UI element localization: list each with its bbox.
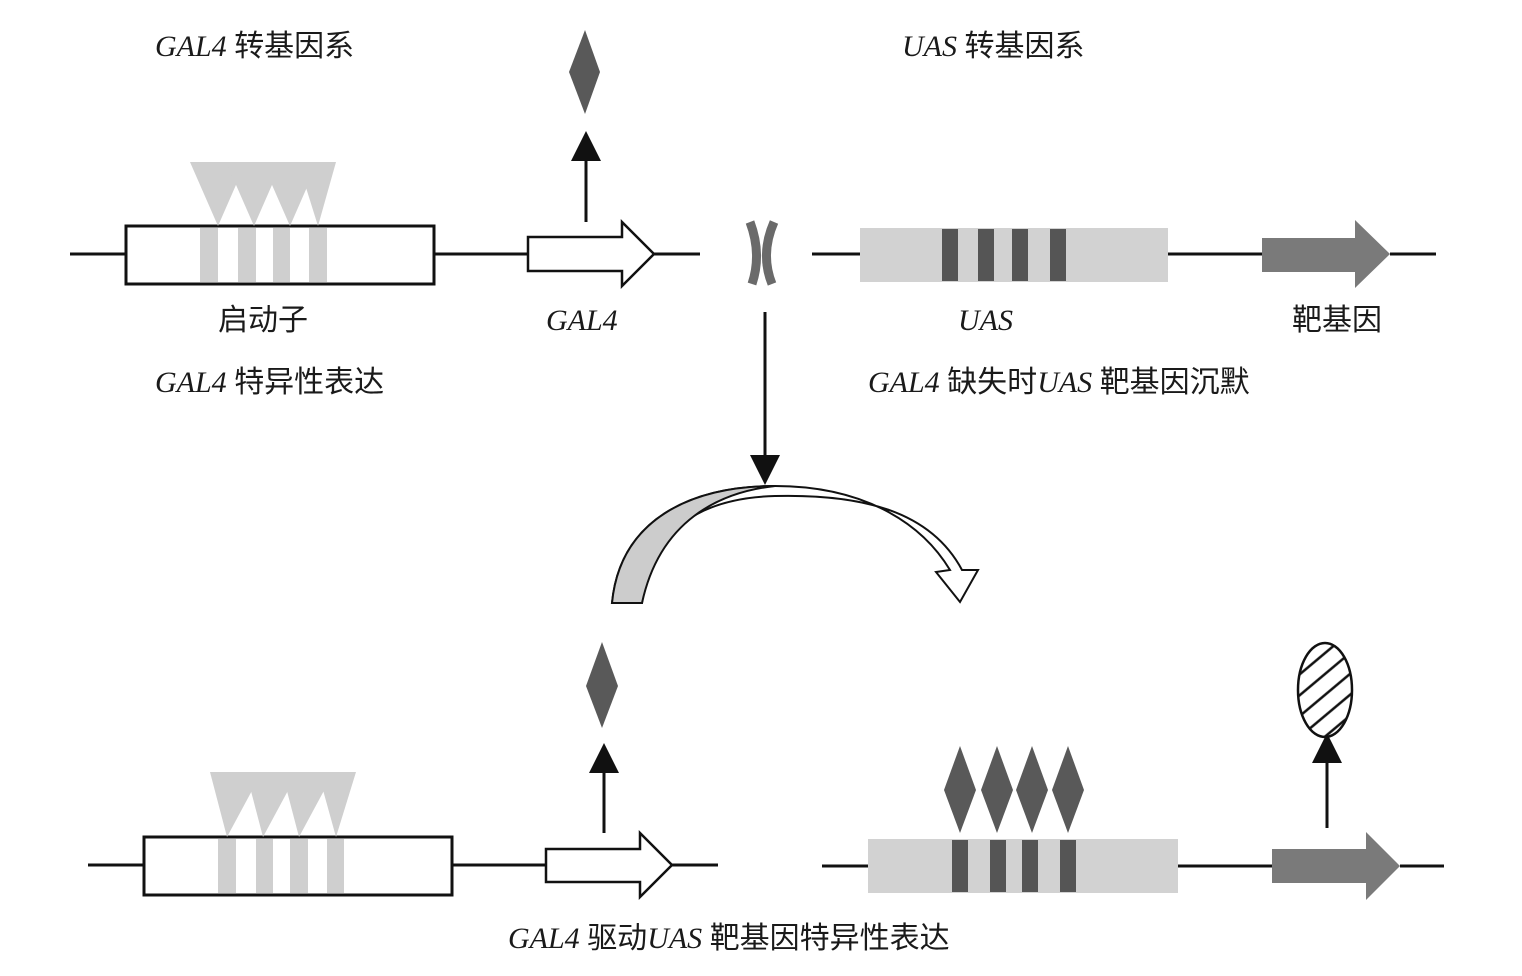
promoter-site-bar [238, 228, 256, 282]
uas-site-bar [1012, 229, 1028, 281]
caption-gene: GAL4 [155, 366, 227, 399]
caption-text: 靶基因特异性表达 [702, 922, 950, 955]
gal4-protein-diamond [586, 642, 618, 728]
promoter-site-bar [327, 839, 344, 893]
enhancer-triangle [190, 162, 246, 226]
bound-gal4-proteins [944, 746, 1084, 833]
target-gene-label: 靶基因 [1292, 304, 1382, 337]
bound-gal4-diamond [981, 746, 1013, 833]
promoter-site-bar [256, 839, 273, 893]
bottom-caption: GAL4 驱动UAS 靶基因特异性表达 [508, 924, 950, 954]
gal4-gene-arrow [544, 829, 674, 901]
title-gene: UAS [902, 30, 957, 63]
uas-line-title: UAS 转基因系 [902, 32, 1085, 62]
cross-symbol [745, 220, 779, 286]
uas-construct-top [812, 220, 1436, 288]
gene-name: GAL4 [546, 304, 618, 337]
gal4-line-title: GAL4 转基因系 [155, 32, 354, 62]
gal4-construct-bottom [88, 642, 718, 901]
enhancer-triangle [318, 772, 356, 837]
uas-site-bar [1022, 840, 1038, 892]
caption-gene: GAL4 [868, 366, 940, 399]
uas-silent-caption: GAL4 缺失时UAS 靶基因沉默 [868, 368, 1250, 398]
caption-text: 缺失时 [939, 366, 1038, 399]
uas-site-bar [1050, 229, 1066, 281]
gal4-construct-top [70, 30, 700, 290]
promoter-sites [190, 162, 336, 282]
title-gene: GAL4 [155, 30, 227, 63]
enhancer-triangle [282, 772, 334, 837]
caption-text: 靶基因沉默 [1092, 366, 1250, 399]
promoter-site-bar [218, 839, 236, 893]
uas-construct-bottom [822, 641, 1444, 900]
gal4-protein-diamond [569, 30, 600, 114]
caption-gene: GAL4 [508, 922, 580, 955]
target-gene-arrow [1262, 220, 1390, 288]
promoter-site-bar [290, 839, 308, 893]
uas-site-bar [990, 840, 1006, 892]
gal4-expression-caption: GAL4 特异性表达 [155, 368, 384, 398]
caption-uas: UAS [647, 922, 703, 955]
enhancer-triangle [246, 772, 298, 837]
title-text: 转基因系 [226, 30, 355, 63]
uas-label: UAS [958, 306, 1013, 336]
target-protein-icon [1296, 641, 1354, 739]
uas-site-bar [978, 229, 994, 281]
promoter-site-bar [309, 228, 327, 282]
promoter-label: 启动子 [218, 304, 308, 337]
uas-sites [942, 229, 1066, 281]
promoter-site-bar [200, 228, 218, 282]
uas-sites [952, 840, 1076, 892]
enhancer-triangle [210, 772, 262, 837]
enhancer-triangle [226, 162, 282, 226]
title-text: 转基因系 [957, 30, 1085, 63]
enhancer-triangle [298, 162, 336, 226]
uas-site-bar [952, 840, 968, 892]
uas-name: UAS [958, 304, 1013, 337]
promoter-sites [210, 772, 356, 893]
caption-text: 驱动 [579, 922, 648, 955]
bound-gal4-diamond [1052, 746, 1084, 833]
caption-uas: UAS [1037, 366, 1093, 399]
promoter-site-bar [273, 228, 290, 282]
curved-transfer-arrow [610, 484, 980, 604]
target-gene-arrow [1272, 832, 1400, 900]
bound-gal4-diamond [1016, 746, 1048, 833]
gal4-gene-arrow [526, 218, 656, 290]
gal4-gene-label: GAL4 [546, 306, 618, 336]
bound-gal4-diamond [944, 746, 976, 833]
uas-site-bar [1060, 840, 1076, 892]
uas-site-bar [942, 229, 958, 281]
caption-text: 特异性表达 [226, 366, 385, 399]
